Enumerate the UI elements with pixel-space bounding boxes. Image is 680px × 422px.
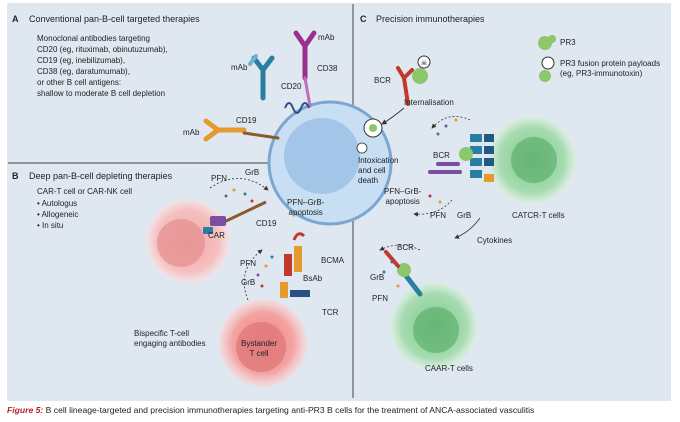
fusion-payload-legend-icon — [539, 56, 555, 82]
label-cd38: CD38 — [317, 64, 338, 73]
bcr-catcr-icon — [428, 162, 462, 174]
label-caar: CAAR-T cells — [425, 364, 473, 373]
label-mab-3: mAb — [183, 128, 200, 137]
label-bispecific: Bispecific T-cell engaging antibodies — [134, 329, 206, 348]
catcr-t-cell — [488, 116, 576, 204]
catcr-pfn-grb-arrow — [431, 116, 471, 129]
panel-a-letter: A — [12, 14, 19, 24]
label-bcr-c1: BCR — [374, 76, 391, 85]
bullet-text: Autologus — [41, 199, 78, 208]
bullet-text: In situ — [42, 221, 64, 230]
label-bcma: BCMA — [321, 256, 345, 265]
label-pfn-b1: PFN — [211, 174, 227, 183]
caption-label: Figure 5: — [7, 405, 44, 415]
svg-text:☠: ☠ — [421, 59, 427, 67]
panel-a-title: Conventional pan-B-cell targeted therapi… — [29, 14, 200, 24]
bystander-t-cell — [219, 299, 307, 387]
mab-orange-icon — [203, 118, 280, 142]
panel-a-line-4: CD38 (eg, daratumumab), — [37, 67, 130, 76]
label-bcr-c2: BCR — [433, 151, 450, 160]
label-bystander: Bystander T cell — [241, 339, 278, 358]
panel-b-bullet-3: • In situ — [37, 221, 64, 230]
label-mab-2: mAb — [318, 33, 335, 42]
label-bsab: BsAb — [303, 274, 323, 283]
label-apoptosis-b: PFN–GrB- apoptosis — [287, 198, 325, 217]
pr3-legend-icon — [538, 35, 556, 50]
mab-purple-icon — [293, 30, 317, 108]
bcr-pr3-top-icon: ☠ — [396, 55, 431, 106]
label-cd19-a: CD19 — [236, 116, 257, 125]
caar-receptor-icon — [384, 250, 423, 297]
panel-a-line-3: CD19 (eg, inebilizumab), — [37, 56, 126, 65]
panel-a-line-2: CD20 (eg, rituximab, obinutuzumab), — [37, 45, 168, 54]
label-mab-1: mAb — [231, 63, 248, 72]
label-grb-b1: GrB — [245, 168, 260, 177]
bcma-receptor-icon — [292, 232, 306, 241]
panel-b-bullet-1: • Autologus — [37, 199, 78, 208]
endosome-icon — [356, 118, 383, 154]
panel-b-title: Deep pan-B-cell depleting therapies — [29, 171, 173, 181]
catcr-receptor-cluster-icon — [459, 134, 494, 182]
panel-c-letter: C — [360, 14, 367, 24]
label-grb-c2: GrB — [370, 273, 385, 282]
bullet-text: Allogeneic — [41, 210, 79, 219]
label-catcr: CATCR-T cells — [512, 211, 565, 220]
label-cytokines: Cytokines — [477, 236, 513, 245]
label-pfn-b2: PFN — [240, 259, 256, 268]
panel-b-subtitle: CAR-T cell or CAR-NK cell — [37, 187, 132, 196]
panel-b-bullet-2: • Allogeneic — [37, 210, 79, 219]
legend-fusion: PR3 fusion protein payloads (eg, PR3-imm… — [560, 59, 661, 78]
caption-text: B cell lineage-targeted and precision im… — [43, 405, 535, 415]
caar-t-cell — [390, 282, 478, 370]
pfn-grb-arrow-2 — [243, 249, 263, 301]
label-cd20: CD20 — [281, 82, 302, 91]
pfn-grb-arrow-1 — [209, 178, 269, 191]
bsab-icon — [280, 246, 310, 298]
car-t-cell — [146, 199, 230, 283]
label-intoxication: Intoxication and cell death — [358, 156, 399, 185]
label-cd19-b: CD19 — [256, 219, 277, 228]
panel-a-line-6: shallow to moderate B cell depletion — [37, 89, 166, 98]
panel-c-title: Precision immunotherapies — [376, 14, 485, 24]
caar-pfn-grb-arrow — [379, 244, 421, 251]
label-apoptosis-c: PFN–GrB- apoptosis — [384, 187, 422, 206]
label-grb-c1: GrB — [457, 211, 472, 220]
label-grb-b2: GrB — [241, 278, 256, 287]
panel-a-line-1: Monoclonal antibodies targeting — [37, 34, 150, 43]
panel-a-line-5: or other B cell antigens: — [37, 78, 122, 87]
cd20-receptor-icon — [284, 102, 310, 114]
mab-teal-icon — [248, 54, 275, 101]
label-tcr: TCR — [322, 308, 339, 317]
label-internalisation: Internalisation — [404, 98, 454, 107]
panel-b-letter: B — [12, 171, 19, 181]
label-pfn-c1: PFN — [430, 211, 446, 220]
label-bcr-c3: BCR — [397, 243, 414, 252]
catcr-pfn-grb-arrow-2 — [413, 199, 453, 217]
cytokines-arrow — [454, 217, 481, 239]
internalisation-arrow — [381, 107, 405, 125]
legend-pr3: PR3 — [560, 38, 576, 47]
figure-caption: Figure 5: B cell lineage-targeted and pr… — [7, 405, 675, 416]
b-cell-nucleus — [284, 118, 360, 194]
label-car: CAR — [208, 231, 225, 240]
car-receptor-icon — [203, 200, 267, 234]
label-pfn-c2: PFN — [372, 294, 388, 303]
granule-dots — [224, 118, 458, 288]
